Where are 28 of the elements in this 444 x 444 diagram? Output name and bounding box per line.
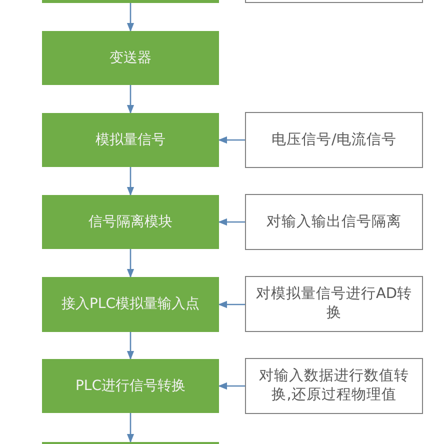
process-box [42, 277, 219, 332]
step-label: 接入PLC模拟量输入点 [61, 295, 200, 314]
arrow [126, 332, 134, 360]
process-box [42, 113, 219, 167]
note-box [245, 358, 423, 414]
arrow [126, 85, 134, 114]
arrow [218, 218, 245, 226]
note-text: 对输入数据进行数值转换,还原过程物理值 [258, 367, 410, 405]
arrow [126, 413, 134, 443]
note-box [245, 112, 423, 168]
note-box [245, 276, 423, 332]
process-box [42, 31, 219, 85]
note-text: 对模拟量信号进行AD转换 [254, 285, 414, 323]
step-label: 信号隔离模块 [88, 212, 172, 232]
arrow [218, 136, 245, 144]
process-box [42, 195, 219, 249]
arrow [218, 382, 245, 390]
arrow [218, 300, 245, 308]
process-box [42, 359, 219, 413]
arrow [126, 167, 134, 196]
step-label: PLC进行信号转换 [75, 376, 186, 396]
note-text: 对输入输出信号隔离 [266, 212, 402, 232]
step-label: 变送器 [110, 48, 152, 68]
arrow [126, 3, 134, 32]
arrow [126, 249, 134, 278]
step-label: 模拟量信号 [96, 130, 166, 150]
note-box [245, 194, 423, 250]
note-text: 电压信号/电流信号 [272, 130, 396, 150]
